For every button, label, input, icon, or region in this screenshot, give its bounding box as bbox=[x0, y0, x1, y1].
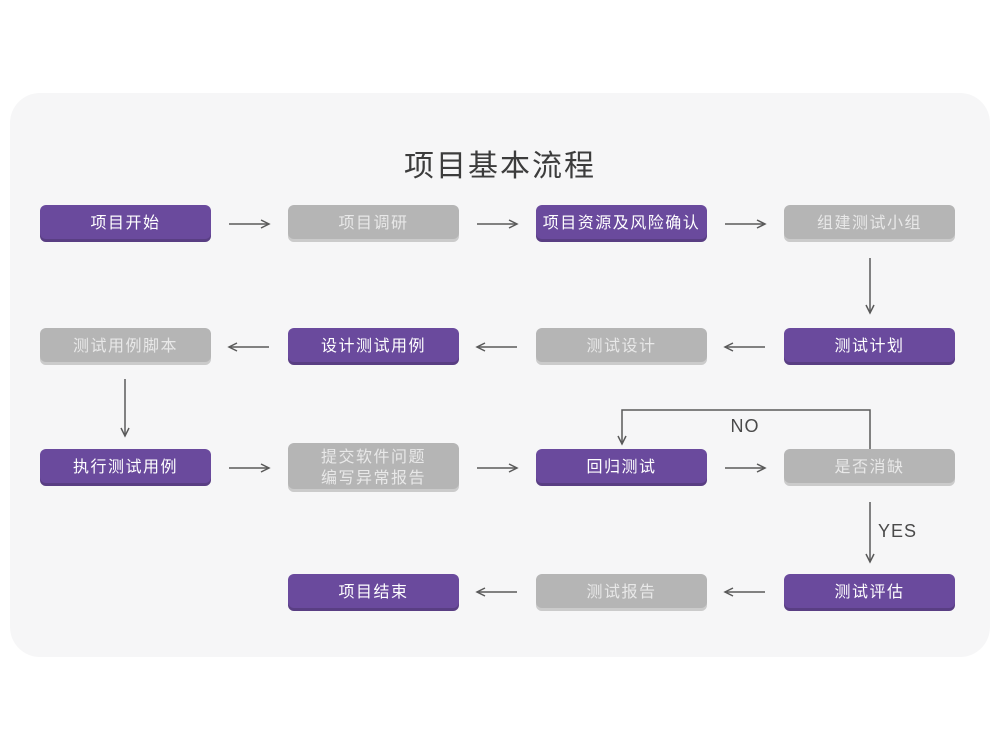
edge-label-yes: YES bbox=[878, 521, 918, 541]
node-design-test-case: 设计测试用例 bbox=[288, 328, 459, 365]
node-defect-resolved: 是否消缺 bbox=[784, 449, 955, 486]
node-project-research: 项目调研 bbox=[288, 205, 459, 242]
node-test-design: 测试设计 bbox=[536, 328, 707, 365]
node-build-test-team: 组建测试小组 bbox=[784, 205, 955, 242]
node-execute-test-case: 执行测试用例 bbox=[40, 449, 211, 486]
flowchart-card bbox=[10, 93, 990, 657]
node-regression-test: 回归测试 bbox=[536, 449, 707, 486]
node-submit-issue-report: 提交软件问题 编写异常报告 bbox=[288, 443, 459, 492]
node-test-case-script: 测试用例脚本 bbox=[40, 328, 211, 365]
node-resource-risk-confirm: 项目资源及风险确认 bbox=[536, 205, 707, 242]
node-project-end: 项目结束 bbox=[288, 574, 459, 611]
node-test-report: 测试报告 bbox=[536, 574, 707, 611]
diagram-title: 项目基本流程 bbox=[404, 150, 596, 183]
node-project-start: 项目开始 bbox=[40, 205, 211, 242]
edge-label-no: NO bbox=[730, 416, 760, 436]
node-test-plan: 测试计划 bbox=[784, 328, 955, 365]
node-test-evaluation: 测试评估 bbox=[784, 574, 955, 611]
